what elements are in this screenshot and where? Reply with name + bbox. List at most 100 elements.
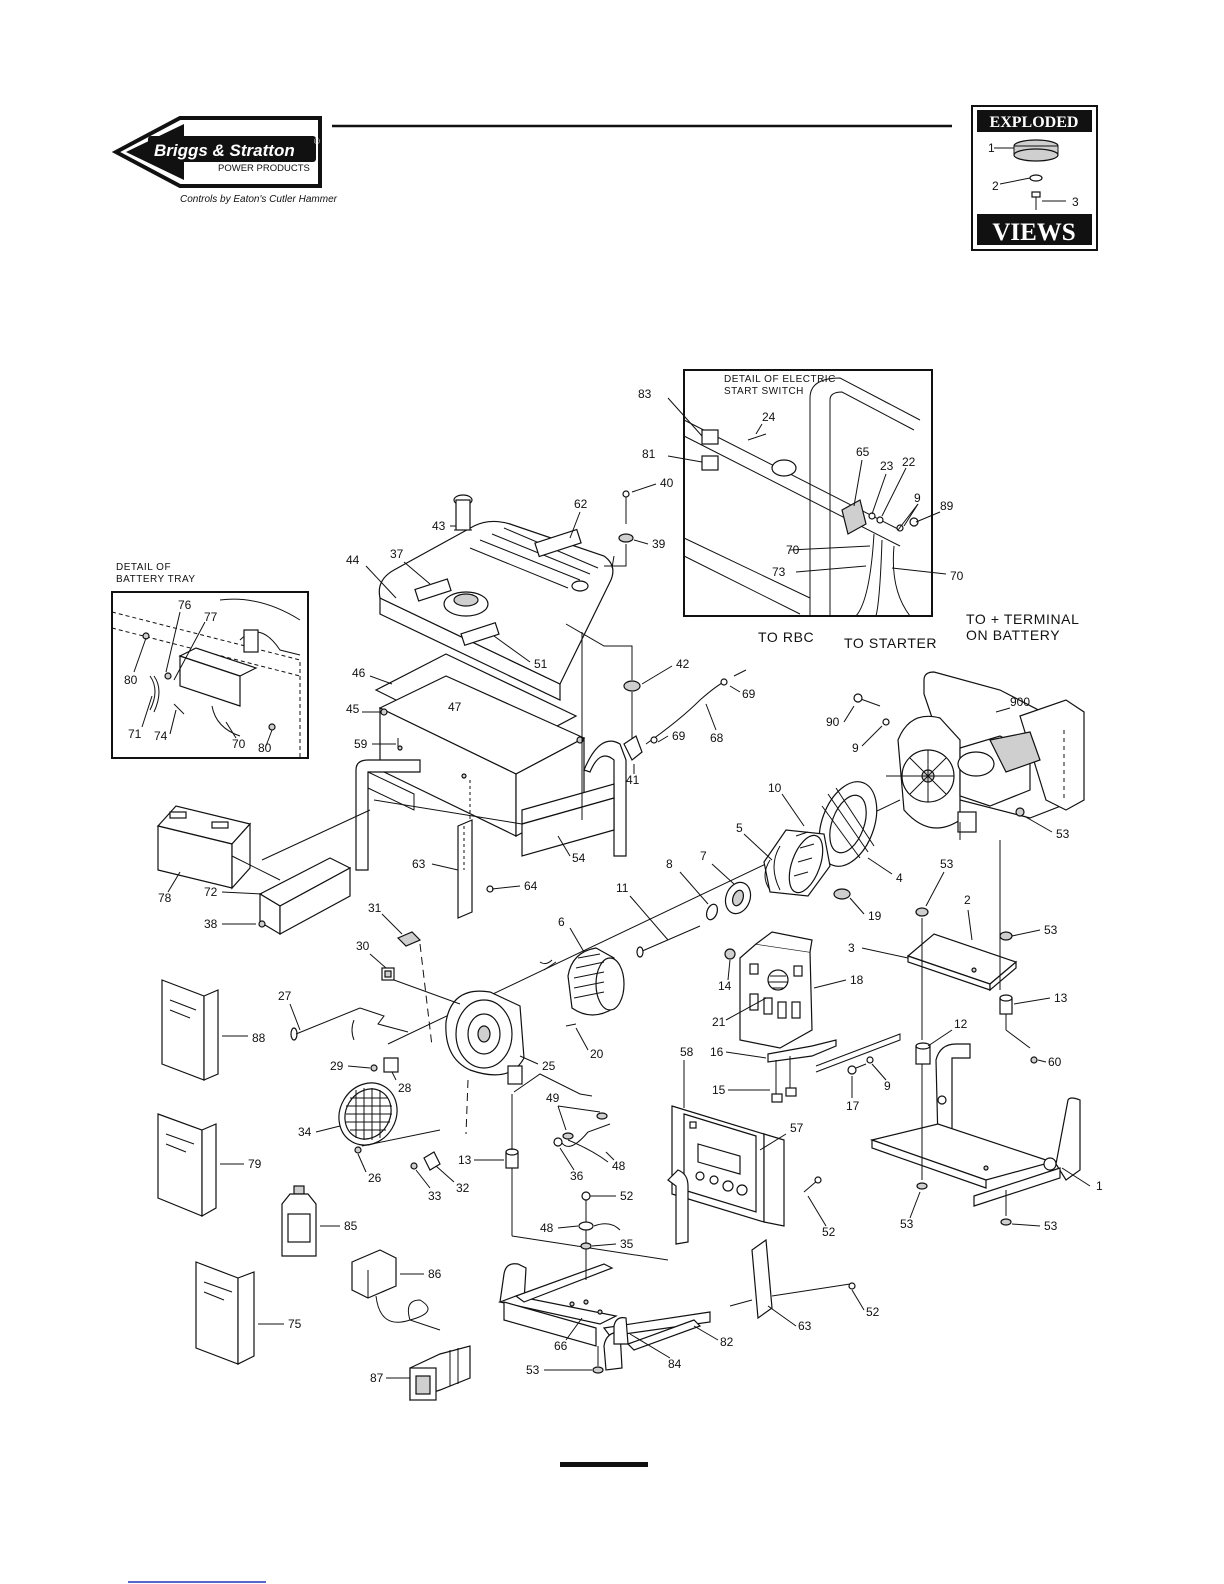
- label-73: 73: [772, 565, 786, 579]
- switch-detail-caption-2: START SWITCH: [724, 386, 804, 397]
- engine: [886, 671, 1085, 840]
- label-77: 77: [204, 610, 218, 624]
- plug-87: [409, 1345, 471, 1401]
- lower-frame-right: [869, 1043, 1081, 1207]
- label-6: 6: [558, 915, 565, 929]
- lower-frame-left: [497, 1169, 711, 1371]
- callout-terminal-1: TO + TERMINAL: [966, 611, 1079, 627]
- badge-label-2: 2: [992, 179, 999, 193]
- brand-tm: ®: [314, 137, 320, 146]
- stator-fan-4: [818, 781, 878, 867]
- label-85: 85: [344, 1219, 358, 1233]
- label-53c: 53: [1044, 923, 1058, 937]
- label-12: 12: [954, 1017, 968, 1031]
- label-37: 37: [390, 547, 404, 561]
- label-1: 1: [1096, 1179, 1103, 1193]
- mount-12: [915, 1042, 931, 1065]
- label-9b: 9: [852, 741, 859, 755]
- label-21: 21: [712, 1015, 726, 1029]
- label-54: 54: [572, 851, 586, 865]
- label-8: 8: [666, 857, 673, 871]
- callout-to-starter: TO STARTER: [844, 635, 937, 651]
- battery: [156, 805, 252, 890]
- callout-terminal-2: ON BATTERY: [966, 627, 1060, 643]
- brand-logo: Briggs & Stratton ® POWER PRODUCTS Contr…: [111, 116, 338, 205]
- label-45: 45: [346, 702, 360, 716]
- label-59: 59: [354, 737, 368, 751]
- bracket-63: [457, 780, 521, 919]
- label-62: 62: [574, 497, 588, 511]
- label-78: 78: [158, 891, 172, 905]
- label-65: 65: [856, 445, 870, 459]
- washer-8: [705, 903, 719, 921]
- label-43: 43: [432, 519, 446, 533]
- label-23: 23: [880, 459, 894, 473]
- battery-detail-caption-1: DETAIL OF: [116, 562, 171, 573]
- label-57: 57: [790, 1121, 804, 1135]
- label-52b: 52: [620, 1189, 634, 1203]
- label-70a: 70: [786, 543, 800, 557]
- charger-86: [351, 1249, 441, 1331]
- mount-13-left: [505, 1148, 519, 1169]
- label-72: 72: [204, 885, 218, 899]
- label-66: 66: [554, 1339, 568, 1353]
- label-48a: 48: [612, 1159, 626, 1173]
- through-bolt-11: [636, 925, 701, 958]
- label-44: 44: [346, 553, 360, 567]
- label-60: 60: [1048, 1055, 1062, 1069]
- label-22: 22: [902, 455, 916, 469]
- label-900: 900: [1010, 695, 1030, 709]
- label-5: 5: [736, 821, 743, 835]
- label-49: 49: [546, 1091, 560, 1105]
- label-63a: 63: [412, 857, 426, 871]
- label-89: 89: [940, 499, 954, 513]
- label-15: 15: [712, 1083, 726, 1097]
- end-housing-25: [445, 990, 525, 1085]
- label-74: 74: [154, 729, 168, 743]
- label-80a: 80: [124, 673, 138, 687]
- pin-20: [565, 1023, 577, 1027]
- brand-sub: POWER PRODUCTS: [218, 163, 310, 174]
- label-53e: 53: [1044, 1219, 1058, 1233]
- label-84: 84: [668, 1357, 682, 1371]
- label-29: 29: [330, 1059, 344, 1073]
- label-71: 71: [128, 727, 142, 741]
- label-47: 47: [448, 700, 462, 714]
- fuel-tank: [378, 490, 634, 701]
- battery-tray-detail: DETAIL OF BATTERY TRAY 76 77 80 71 74 70…: [111, 562, 309, 759]
- label-86: 86: [428, 1267, 442, 1281]
- label-36: 36: [570, 1169, 584, 1183]
- label-13a: 13: [1054, 991, 1068, 1005]
- label-31: 31: [368, 901, 382, 915]
- label-69a: 69: [742, 687, 756, 701]
- brand-tagline: Controls by Eaton's Cutler Hammer: [180, 194, 338, 205]
- control-panel-cover-18: [739, 931, 813, 1049]
- callout-to-rbc: TO RBC: [758, 629, 814, 645]
- label-53b: 53: [940, 857, 954, 871]
- cover-plate-31: [396, 931, 422, 947]
- label-32: 32: [456, 1181, 470, 1195]
- label-25: 25: [542, 1059, 556, 1073]
- label-53f: 53: [526, 1363, 540, 1377]
- footer-bar: [560, 1462, 648, 1467]
- label-53a: 53: [1056, 827, 1070, 841]
- label-70c: 70: [232, 737, 246, 751]
- label-39: 39: [652, 537, 666, 551]
- label-24: 24: [762, 410, 776, 424]
- bolt-27: [290, 1007, 409, 1041]
- badge-top: EXPLODED: [990, 114, 1079, 131]
- control-panel-58: [671, 1105, 785, 1227]
- label-79: 79: [248, 1157, 262, 1171]
- label-2: 2: [964, 893, 971, 907]
- label-46: 46: [352, 666, 366, 680]
- label-41: 41: [626, 773, 640, 787]
- label-19: 19: [868, 909, 882, 923]
- badge-label-1: 1: [988, 141, 995, 155]
- label-4: 4: [896, 871, 903, 885]
- label-9c: 9: [884, 1079, 891, 1093]
- label-53d: 53: [900, 1217, 914, 1231]
- label-38: 38: [204, 917, 218, 931]
- battery-detail-caption-2: BATTERY TRAY: [116, 574, 196, 585]
- label-52a: 52: [822, 1225, 836, 1239]
- label-83: 83: [638, 387, 652, 401]
